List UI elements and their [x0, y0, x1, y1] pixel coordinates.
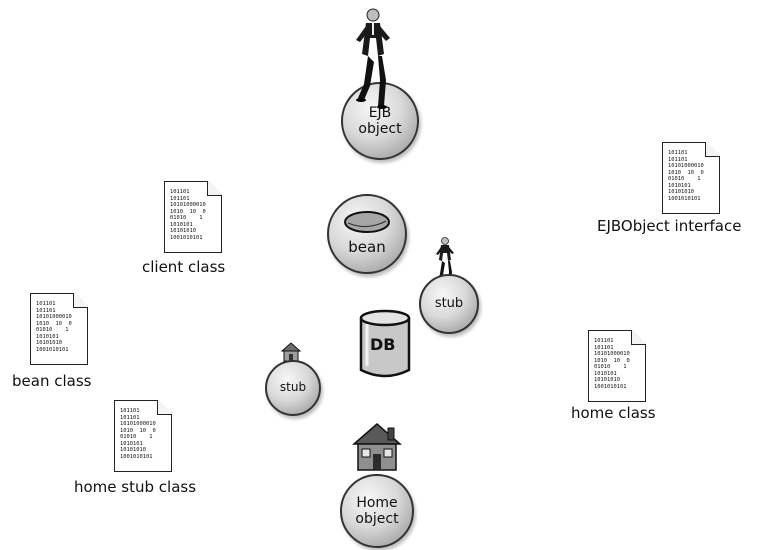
- small-house-icon: [280, 342, 302, 362]
- home-object-label: Home object: [355, 494, 399, 527]
- page-fold: [157, 400, 172, 415]
- stub-right-label: stub: [434, 295, 464, 311]
- ejbobject-interface-label: EJBObject interface: [597, 217, 742, 235]
- stub-left-sphere: stub: [265, 360, 321, 416]
- home-class-binary: 101101 101101 10101000010 1010 10 0 0101…: [594, 338, 630, 390]
- ejb-object-label: EJB object: [358, 104, 402, 137]
- client-class-file-icon: 101101 101101 10101000010 1010 10 0 0101…: [164, 181, 222, 253]
- home-class-file-icon: 101101 101101 10101000010 1010 10 0 0101…: [588, 330, 646, 402]
- home-stub-class-file-icon: 101101 101101 10101000010 1010 10 0 0101…: [114, 400, 172, 472]
- home-stub-class-binary: 101101 101101 10101000010 1010 10 0 0101…: [120, 408, 156, 460]
- page-fold: [705, 142, 720, 157]
- ejbobject-interface-binary: 101101 101101 10101000010 1010 10 0 0101…: [668, 150, 704, 202]
- db-label: DB: [370, 335, 396, 354]
- client-class-label: client class: [142, 258, 226, 276]
- bean-label: bean: [348, 238, 386, 257]
- page-fold: [73, 293, 88, 308]
- page-fold: [207, 181, 222, 196]
- bean-class-binary: 101101 101101 10101000010 1010 10 0 0101…: [36, 301, 72, 353]
- house-icon: [351, 423, 403, 471]
- stub-left-label: stub: [279, 380, 307, 395]
- stub-right-sphere: stub: [419, 274, 479, 334]
- bean-class-label: bean class: [12, 372, 92, 390]
- client-class-binary: 101101 101101 10101000010 1010 10 0 0101…: [170, 189, 206, 241]
- home-class-label: home class: [571, 404, 656, 422]
- bean-class-file-icon: 101101 101101 10101000010 1010 10 0 0101…: [30, 293, 88, 365]
- home-object-sphere: Home object: [340, 474, 414, 548]
- home-stub-class-label: home stub class: [74, 478, 197, 496]
- page-fold: [631, 330, 646, 345]
- bean-sphere: bean: [327, 194, 407, 274]
- bean-icon: [344, 211, 390, 234]
- ejbobject-interface-file-icon: 101101 101101 10101000010 1010 10 0 0101…: [662, 142, 720, 214]
- business-person-figure-icon: [356, 8, 390, 109]
- database-cylinder-icon: [359, 309, 411, 378]
